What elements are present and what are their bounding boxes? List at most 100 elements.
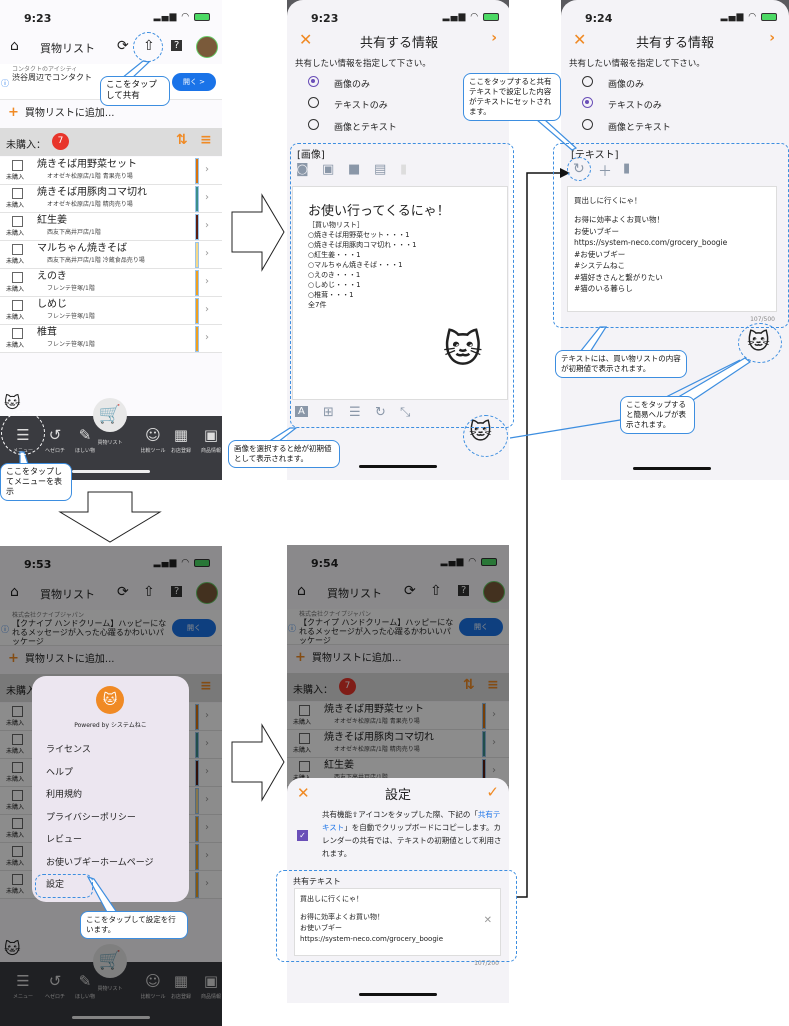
auto-copy-checkbox[interactable]: ✓ (297, 830, 308, 841)
list-item[interactable]: 未購入しめじフレンテ笹塚/1階› (0, 297, 222, 325)
list-item[interactable]: 未購入焼きそば用野菜セットオオゼキ松原店/1階 青果売り場› (0, 157, 222, 185)
radio-image-and-text[interactable] (308, 119, 319, 130)
add-item-button[interactable]: +買物リストに追加... (8, 651, 115, 666)
radio-text-only[interactable] (308, 97, 319, 108)
tab-2[interactable]: ✎ほしい物 (70, 972, 100, 1000)
help-icon[interactable]: ? (171, 586, 183, 597)
close-icon[interactable]: ✕ (299, 30, 313, 49)
item-checkbox[interactable] (299, 761, 310, 772)
item-checkbox[interactable] (12, 706, 23, 717)
next-icon[interactable]: › (491, 30, 497, 46)
item-checkbox[interactable] (12, 188, 23, 199)
ad-open-button[interactable]: 開く > (172, 73, 216, 91)
image-icon[interactable]: ▣ (322, 162, 335, 177)
close-icon[interactable]: ✕ (297, 784, 310, 802)
trash-icon[interactable]: ▮ (400, 162, 408, 177)
cart-icon[interactable]: 🛒 (93, 944, 127, 978)
text-style-icon[interactable]: A (295, 406, 308, 417)
item-checkbox[interactable] (299, 705, 310, 716)
chevron-right-icon[interactable]: › (492, 737, 496, 748)
chevron-right-icon[interactable]: › (205, 248, 209, 259)
menu-item[interactable]: ライセンス (46, 745, 91, 755)
avatar[interactable] (483, 581, 505, 603)
confirm-check-icon[interactable]: ✓ (486, 783, 499, 801)
menu-lines-icon[interactable]: ≡ (200, 678, 212, 694)
tab-4[interactable]: ☺比較ツール (138, 972, 168, 1000)
sort-icon[interactable]: ⇅ (176, 132, 188, 148)
tab-4[interactable]: ☺比較ツール (138, 426, 168, 454)
menu-item[interactable]: レビュー (46, 835, 83, 845)
add-item-button[interactable]: +買物リストに追加... (295, 650, 402, 665)
image-canvas[interactable]: お使い行ってくるにゃ！ ［買い物リスト］○焼きそば用野菜セット・・・1○焼きそば… (292, 186, 508, 400)
chevron-right-icon[interactable]: › (205, 850, 209, 861)
chevron-right-icon[interactable]: › (492, 709, 496, 720)
item-checkbox[interactable] (299, 733, 310, 744)
chevron-right-icon[interactable]: › (205, 766, 209, 777)
item-checkbox[interactable] (12, 762, 23, 773)
compress-icon[interactable]: ⤡ (400, 405, 411, 420)
add-icon[interactable]: ＋ (598, 164, 612, 180)
item-checkbox[interactable] (12, 846, 23, 857)
item-checkbox[interactable] (12, 244, 23, 255)
sync-icon[interactable]: ⟳ (404, 583, 416, 599)
radio-image-only[interactable] (308, 76, 319, 87)
radio-text-only[interactable] (582, 97, 593, 108)
list-item[interactable]: 未購入紅生姜西友下高井戸店/1階› (0, 213, 222, 241)
ad-open-button[interactable]: 開く (459, 618, 503, 636)
sync-icon[interactable]: ⟳ (117, 38, 129, 54)
sort-icon[interactable]: ⇅ (463, 677, 475, 693)
tab-6[interactable]: ▣商品情報 (196, 972, 222, 1000)
chevron-right-icon[interactable]: › (205, 794, 209, 805)
tab-0[interactable]: ☰メニュー (8, 972, 38, 1000)
tab-5[interactable]: ▦お店登録 (166, 972, 196, 1000)
home-icon[interactable]: ⌂ (10, 38, 19, 54)
list-item[interactable]: 未購入マルちゃん焼きそば西友下高井戸店/1階 冷蔵食品売り場› (0, 241, 222, 269)
help-icon[interactable]: ? (171, 40, 183, 51)
chevron-right-icon[interactable]: › (205, 220, 209, 231)
avatar[interactable] (196, 582, 218, 604)
tab-5[interactable]: ▦お店登録 (166, 426, 196, 454)
clapper-icon[interactable]: ▤ (374, 162, 387, 177)
share-icon[interactable]: ⇧ (430, 583, 442, 599)
item-checkbox[interactable] (12, 818, 23, 829)
next-icon[interactable]: › (769, 30, 775, 46)
trash-icon[interactable]: ▮ (623, 161, 631, 176)
grid-icon[interactable]: ⊞ (323, 405, 334, 420)
camera-icon[interactable]: ◙ (296, 162, 309, 177)
refresh-icon[interactable]: ↻ (375, 405, 386, 420)
item-checkbox[interactable] (12, 328, 23, 339)
chevron-right-icon[interactable]: › (205, 276, 209, 287)
item-checkbox[interactable] (12, 734, 23, 745)
add-item-button[interactable]: +買物リストに追加... (8, 105, 115, 120)
list-item[interactable]: 未購入椎茸フレンテ笹塚/1階› (0, 325, 222, 353)
video-icon[interactable]: ■ (348, 162, 361, 177)
item-checkbox[interactable] (12, 272, 23, 283)
menu-lines-icon[interactable]: ≡ (200, 132, 212, 148)
list-item[interactable]: 未購入焼きそば用豚肉コマ切れオオゼキ松原店/1階 精肉売り場› (287, 730, 509, 758)
ad-info-icon[interactable]: ⓘ (288, 624, 296, 633)
tab-1[interactable]: ↺ヘゼロチ (40, 426, 70, 454)
menu-lines-icon[interactable]: ≡ (487, 677, 499, 693)
chevron-right-icon[interactable]: › (205, 822, 209, 833)
chevron-right-icon[interactable]: › (205, 192, 209, 203)
chevron-right-icon[interactable]: › (205, 164, 209, 175)
menu-item[interactable]: 利用規約 (46, 790, 83, 800)
chevron-right-icon[interactable]: › (205, 738, 209, 749)
chevron-right-icon[interactable]: › (492, 765, 496, 776)
ad-open-button[interactable]: 開く (172, 619, 216, 637)
share-icon[interactable]: ⇧ (143, 584, 155, 600)
home-icon[interactable]: ⌂ (297, 583, 306, 599)
menu-item[interactable]: ヘルプ (46, 767, 74, 778)
clear-icon[interactable]: ✕ (483, 915, 492, 926)
item-checkbox[interactable] (12, 216, 23, 227)
list-item[interactable]: 未購入焼きそば用野菜セットオオゼキ松原店/1階 青果売り場› (287, 702, 509, 730)
chevron-right-icon[interactable]: › (205, 304, 209, 315)
close-icon[interactable]: ✕ (573, 30, 587, 49)
chevron-right-icon[interactable]: › (205, 878, 209, 889)
help-icon[interactable]: ? (458, 585, 470, 596)
home-icon[interactable]: ⌂ (10, 584, 19, 600)
tab-2[interactable]: ✎ほしい物 (70, 426, 100, 454)
item-checkbox[interactable] (12, 874, 23, 885)
